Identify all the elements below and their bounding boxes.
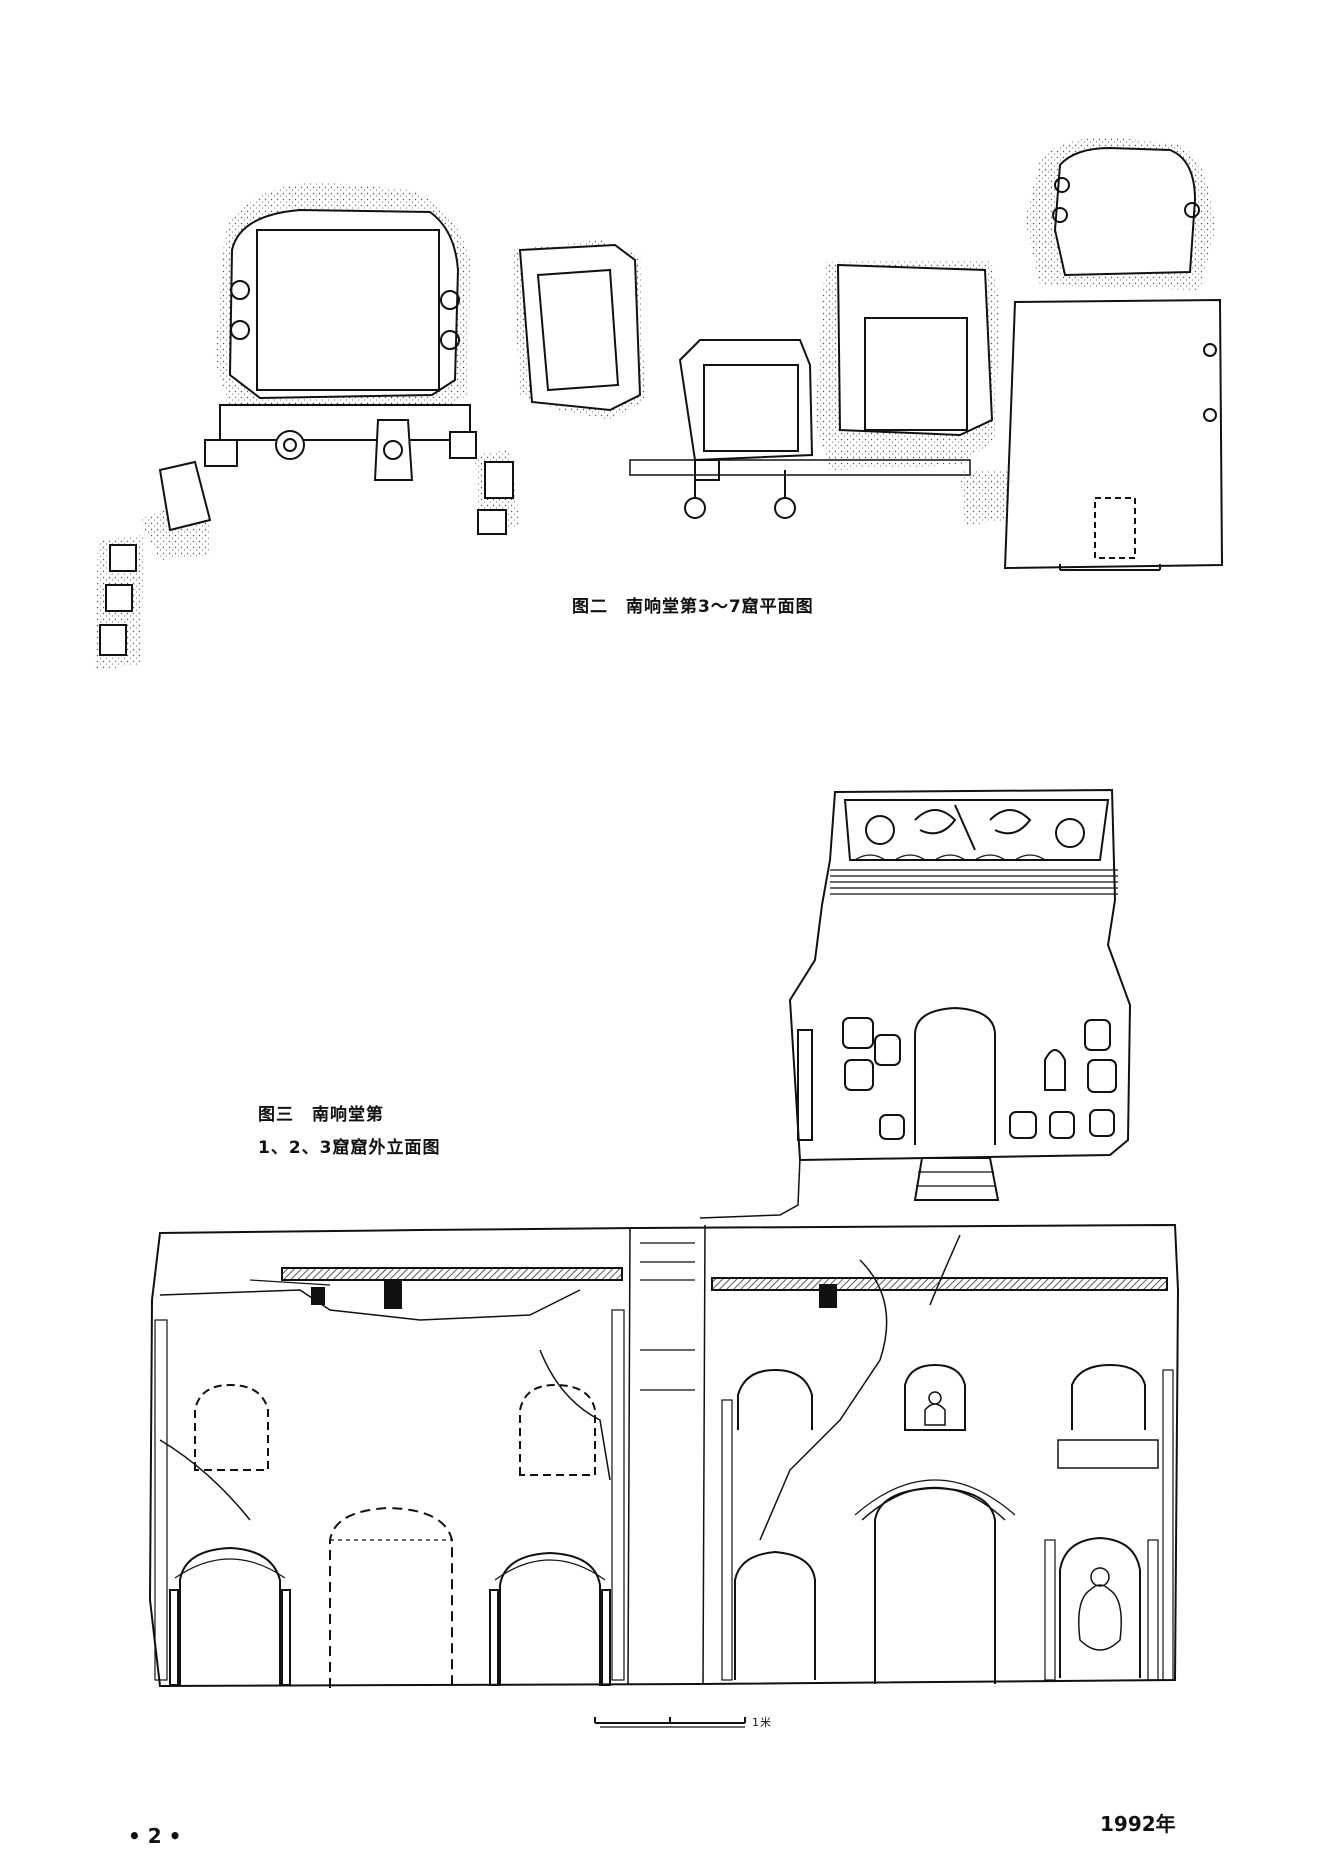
figure3-caption-line1: 图三 南响堂第 [258,1105,384,1125]
elevation-monk-niche [1059,1536,1141,1678]
figure2-caption: 图二 南响堂第3～7窟平面图 [572,597,814,617]
figure3-elevation-drawing [148,788,1180,1728]
figure3-caption-line2: 1、2、3窟窟外立面图 [258,1138,441,1158]
page-number: • 2 • [128,1824,182,1848]
elevation-lintel-scrolls [843,799,1110,861]
plan-cave5-outline [678,339,814,462]
publication-year: 1992年 [1100,1812,1176,1836]
plan-cave7-forecourt [1003,298,1224,570]
elevation-cave3-upper-frame [788,788,1132,1162]
elevation-cave2-door [874,1486,996,1684]
elevation-left2-lower-niche [499,1551,601,1686]
elevation-cave3-steps [913,1157,1000,1201]
elevation-cave2-upper-left-niche [737,1368,813,1430]
elevation-cave3-arch [914,1006,996,1145]
elevation-buddha-niche [904,1363,966,1431]
elevation-cave1-door [329,1506,453,1688]
elevation-lintel-bands [830,869,1118,895]
elevation-cave2-upper-right-niche [1071,1363,1146,1430]
elevation-roof-band-right [711,1277,1168,1291]
elevation-buddha-figure [924,1391,946,1426]
plan-cave3-chamber [256,229,440,391]
elevation-lower-facade-outline [148,1223,1180,1688]
figure2-plan-drawing [95,137,1224,670]
plan-cave7-outline [1053,146,1197,277]
elevation-cave1-upper-niche [194,1383,269,1471]
plan-cave4-outline [518,243,642,412]
elevation-roof-band-left [281,1267,623,1281]
elevation-monk-figure [1078,1567,1122,1651]
elevation-right-lower-left-niche [734,1550,816,1680]
plan-cave6-outline [836,263,994,437]
elevation-left-lower-niche [179,1546,281,1686]
figure3-scale-label: 1米 [752,1716,772,1729]
elevation-cave2-upper-niche [519,1383,596,1476]
plan-stairs-left [158,460,212,532]
